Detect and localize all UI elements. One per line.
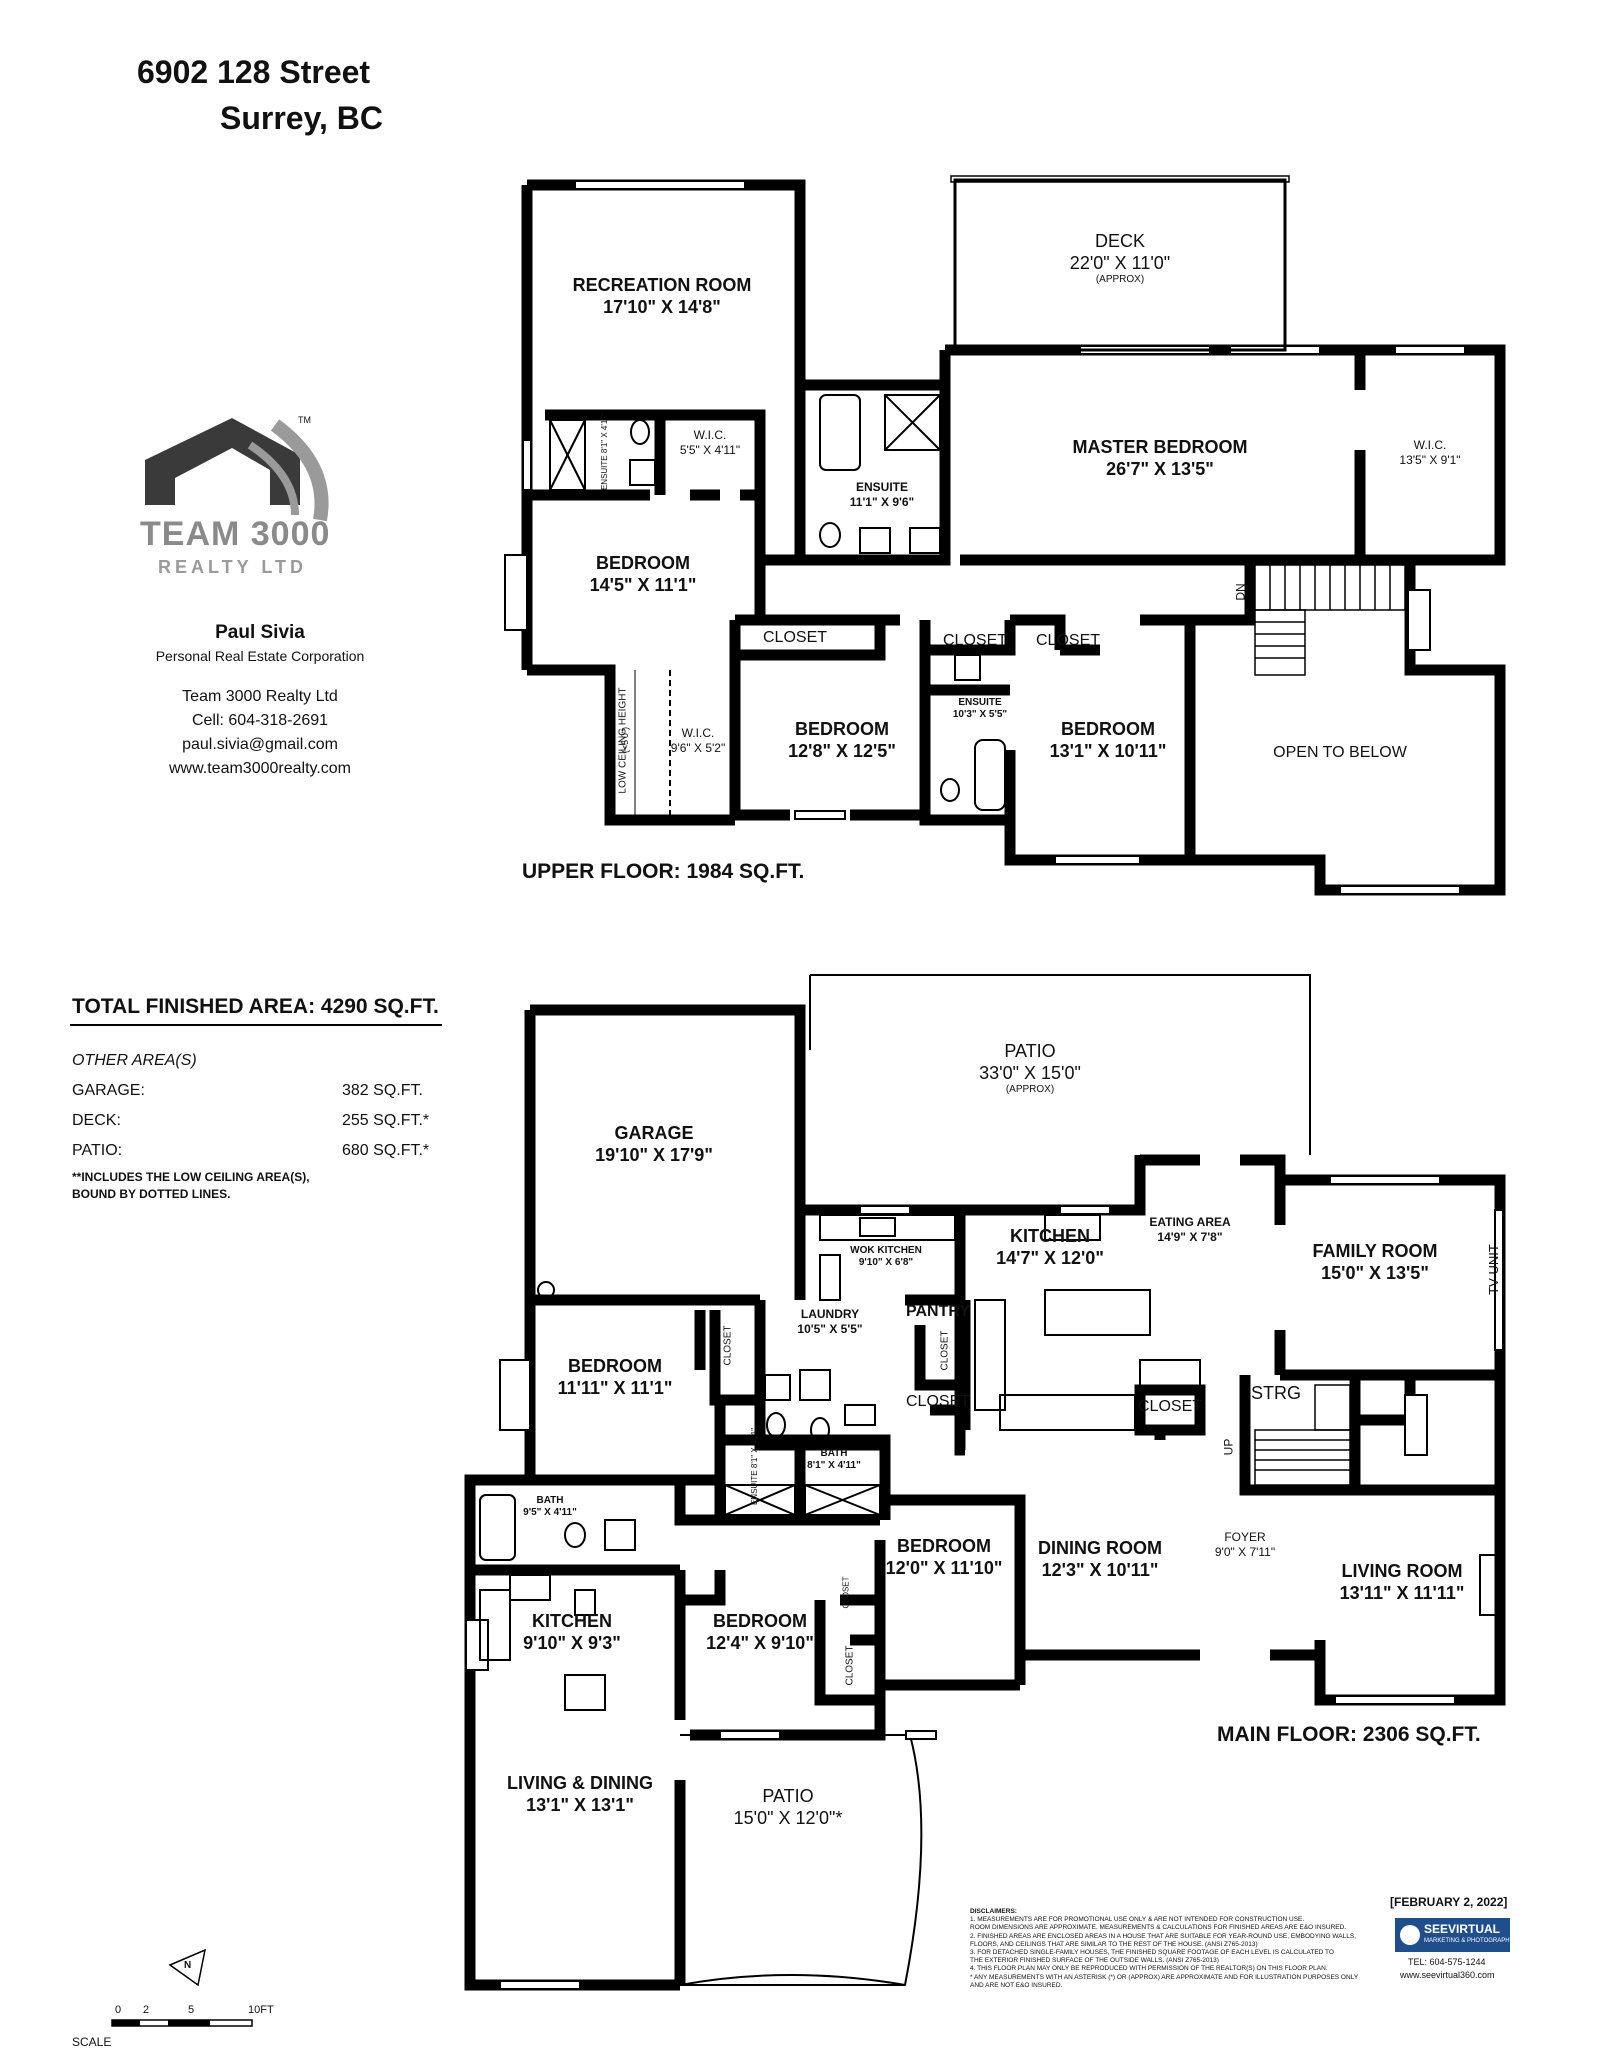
area-note2: BOUND BY DOTTED LINES.	[72, 1187, 231, 1201]
main-closet-f: CLOSET	[844, 1645, 856, 1686]
agent-company: Team 3000 Realty Ltd	[182, 688, 338, 705]
scale-label: SCALE	[72, 2035, 112, 2049]
room-main-ensuite: ENSUITE 8'1" X 4'11"	[750, 1427, 760, 1506]
main-closet-a: CLOSET	[722, 1325, 734, 1366]
logo-tm: TM	[298, 415, 311, 425]
scale-tick-0: 0	[115, 2004, 122, 2016]
main-patio-outline	[679, 974, 1311, 1986]
upper-stairs	[1254, 564, 1406, 676]
agent-cell: Cell: 604-318-2691	[191, 712, 329, 729]
scale-bar	[111, 1948, 253, 2027]
main-stairs	[1254, 1384, 1351, 1486]
logo-text-team3000: TEAM 3000	[140, 515, 331, 553]
seevirtual-web[interactable]: www.seevirtual360.com	[1400, 1970, 1495, 1980]
plan-date: [FEBRUARY 2, 2022]	[1390, 1895, 1508, 1909]
scale-tick-2: 2	[143, 2004, 150, 2016]
north-arrow: N	[184, 1960, 192, 1971]
main-closet-b: CLOSET	[939, 1330, 951, 1371]
agent-website[interactable]: www.team3000realty.com	[169, 760, 351, 777]
main-closet-e: CLOSET	[841, 1576, 851, 1609]
area-note1: **INCLUDES THE LOW CEILING AREA(S),	[72, 1170, 310, 1184]
area-divider	[70, 1024, 442, 1026]
agent-name: Paul Sivia	[215, 622, 305, 643]
seevirtual-sub: MARKETING & PHOTOGRAPHY	[1424, 1938, 1514, 1944]
tv-unit-label: TV UNIT	[1485, 1244, 1501, 1295]
room-upper-wic2: W.I.C.9'6" X 5'2"	[670, 726, 726, 755]
address-line2: Surrey, BC	[220, 100, 384, 136]
pantry-label: PANTRY	[906, 1303, 970, 1320]
total-finished-area: TOTAL FINISHED AREA: 4290 SQ.FT.	[72, 995, 439, 1018]
upper-closet1: CLOSET	[762, 629, 828, 646]
room-upper-ensuite-small: ENSUITE 8'1" X 4'11"	[600, 412, 610, 491]
disclaimer-block: DISCLAIMERS: 1. MEASUREMENTS ARE FOR PRO…	[970, 1908, 1359, 1989]
area-row: DECK:255 SQ.FT.*	[72, 1112, 430, 1129]
upper-fixtures	[549, 394, 1006, 811]
upper-closet3: CLOSET	[1035, 632, 1101, 649]
team3000-logo-house	[145, 418, 329, 522]
agent-email[interactable]: paul.sivia@gmail.com	[182, 736, 338, 753]
other-areas-header: OTHER AREA(S)	[72, 1052, 197, 1069]
stairs-up-label: UP	[1221, 1438, 1236, 1456]
main-closet-d: CLOSET	[1137, 1398, 1203, 1415]
area-row: GARAGE:382 SQ.FT.	[72, 1082, 423, 1099]
address-line1: 6902 128 Street	[137, 54, 371, 90]
stairs-down-label: DN	[1233, 583, 1248, 601]
scale-tick-10: 10FT	[248, 2004, 274, 2016]
storage-label: STRG	[1250, 1383, 1302, 1403]
low-ceiling-height: (<5'0")	[620, 726, 631, 754]
agent-title: Personal Real Estate Corporation	[155, 648, 365, 664]
scale-tick-5: 5	[188, 2004, 195, 2016]
logo-text-realty: REALTY LTD	[158, 557, 307, 577]
open-to-below: OPEN TO BELOW	[1273, 744, 1407, 761]
main-closet-c: CLOSET	[905, 1393, 971, 1410]
upper-deck-outline	[953, 178, 1287, 352]
main-fixtures	[479, 1214, 1501, 1711]
seevirtual-brand: SEEVIRTUAL	[1424, 1922, 1501, 1936]
room-upper-wic3: W.I.C.13'5" X 9'1"	[1399, 438, 1461, 467]
main-windows	[465, 1175, 1504, 1990]
room-upper-wic1: W.I.C.5'5" X 4'11"	[679, 428, 741, 457]
main-floor-area: MAIN FLOOR: 2306 SQ.FT.	[1217, 1723, 1481, 1746]
area-row: PATIO:680 SQ.FT.*	[72, 1142, 430, 1159]
upper-closet2: CLOSET	[942, 632, 1008, 649]
seevirtual-tel: TEL: 604-575-1244	[1408, 1957, 1486, 1967]
upper-floor-area: UPPER FLOOR: 1984 SQ.FT.	[522, 860, 805, 883]
